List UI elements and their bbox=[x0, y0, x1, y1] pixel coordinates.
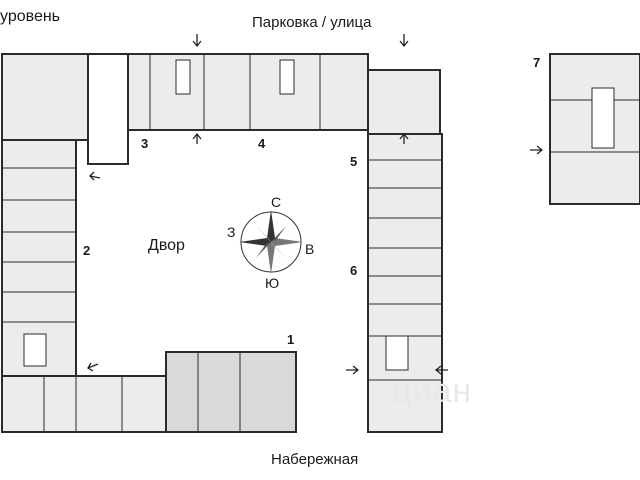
section-label-2: 2 bbox=[83, 243, 91, 258]
section-label-3: 3 bbox=[141, 136, 149, 151]
level-heading: уровень bbox=[0, 8, 61, 25]
compass-west-label: З bbox=[227, 224, 236, 240]
section-label-6: 6 bbox=[350, 263, 358, 278]
watermark: циан bbox=[392, 372, 473, 410]
wing-top bbox=[1, 53, 441, 165]
entrance-arrows bbox=[87, 34, 544, 375]
section-label-1: 1 bbox=[287, 332, 295, 347]
section-label-4: 4 bbox=[258, 136, 266, 151]
compass-rose-icon bbox=[239, 210, 303, 274]
wing-left bbox=[1, 139, 77, 377]
street-label-top: Парковка / улица bbox=[252, 14, 372, 31]
wing-right bbox=[367, 133, 443, 433]
courtyard-label: Двор bbox=[148, 237, 185, 254]
compass-south-label: Ю bbox=[265, 275, 280, 291]
section-label-5: 5 bbox=[350, 154, 358, 169]
wing-section-7 bbox=[549, 53, 640, 205]
section-label-7: 7 bbox=[533, 55, 541, 70]
street-label-bottom: Набережная bbox=[271, 451, 359, 468]
compass-north-label: С bbox=[271, 194, 282, 210]
compass-east-label: В bbox=[305, 241, 315, 257]
wing-bottom bbox=[1, 351, 297, 433]
